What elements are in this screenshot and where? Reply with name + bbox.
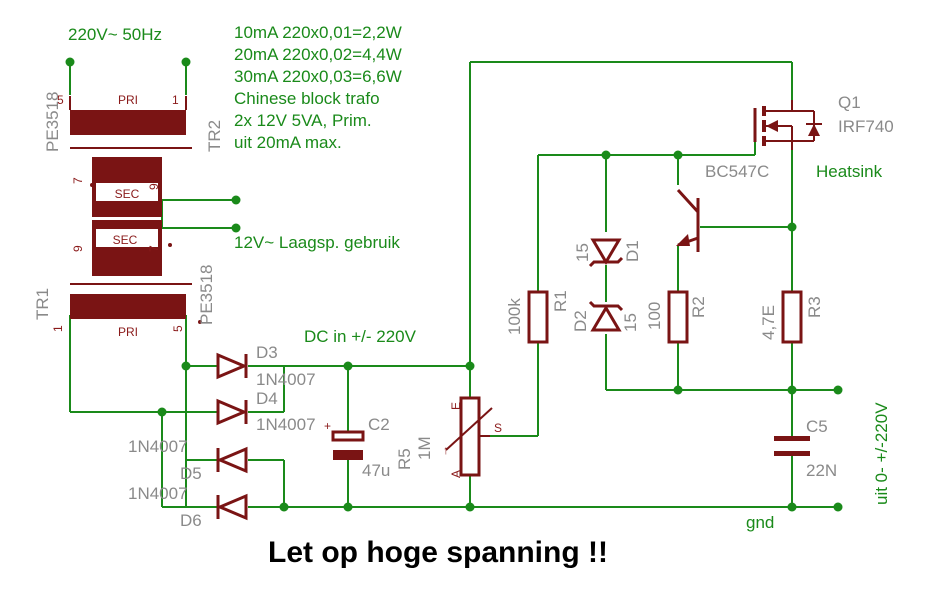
resistor-r2: 100 R2 xyxy=(645,290,708,344)
diode-d4: D4 1N4007 xyxy=(216,389,316,434)
tr1-label: TR1 xyxy=(33,288,52,320)
d6-label: D6 xyxy=(180,511,202,530)
d6-type: 1N4007 xyxy=(128,484,188,503)
dc-in-label: DC in +/- 220V xyxy=(304,327,417,346)
d4-label: D4 xyxy=(256,389,278,408)
tr2-label: TR2 xyxy=(205,120,224,152)
warning-title: Let op hoge spanning !! xyxy=(268,536,608,569)
note-line-6: uit 20mA max. xyxy=(234,133,342,152)
diode-d6: 1N4007 D6 xyxy=(128,484,248,530)
tr2-sec-pin9: 9 xyxy=(147,183,161,190)
q1-label: Q1 xyxy=(838,93,861,112)
r3-label: R3 xyxy=(805,296,824,318)
r2-label: R2 xyxy=(689,296,708,318)
tr1-pri-label: PRI xyxy=(118,325,138,339)
c2-value: 47u xyxy=(362,461,390,480)
wires xyxy=(69,61,838,508)
r1-value: 100k xyxy=(505,298,524,335)
tr2-pin5: 5 xyxy=(57,93,64,107)
r5-pin-e: E xyxy=(449,402,463,410)
d1-label: D1 xyxy=(623,240,642,262)
c2-plus: + xyxy=(324,419,331,433)
transistor-bc547: BC547C xyxy=(676,162,769,252)
diode-d3: D3 1N4007 xyxy=(216,343,316,389)
tr1-pin5: 5 xyxy=(171,325,185,332)
tr2-sec-label: SEC xyxy=(115,187,140,201)
resistor-r1: 100k R1 xyxy=(505,290,570,344)
r5-pin-s: S xyxy=(494,421,502,435)
resistor-r3: 4,7E R3 xyxy=(759,290,824,344)
tr2-pri-label: PRI xyxy=(118,93,138,107)
c5-value: 22N xyxy=(806,461,837,480)
d2-label: D2 xyxy=(571,310,590,332)
tr2-sec-pin7: 7 xyxy=(71,177,85,184)
note-line-5: 2x 12V 5VA, Prim. xyxy=(234,111,372,130)
mosfet-q1: Q1 IRF740 xyxy=(753,93,894,150)
d1-value: 15 xyxy=(573,243,592,262)
d2-value: 15 xyxy=(621,313,640,332)
c2-label: C2 xyxy=(368,415,390,434)
capacitor-c2: + C2 47u xyxy=(324,415,390,480)
r2-value: 100 xyxy=(645,302,664,330)
transformer-tr1: SEC 9 7 PRI 1 5 TR1 PE3518 xyxy=(33,220,216,339)
tr1-sec-pin9: 9 xyxy=(71,245,85,252)
tr1-pin1: 1 xyxy=(51,325,65,332)
d4-type: 1N4007 xyxy=(256,415,316,434)
mains-label: 220V~ 50Hz xyxy=(68,25,162,44)
gnd-label: gnd xyxy=(746,513,774,532)
bc547-label: BC547C xyxy=(705,162,769,181)
d5-label: D5 xyxy=(180,464,202,483)
q1-type: IRF740 xyxy=(838,117,894,136)
r5-value: 1M xyxy=(415,436,434,460)
diode-d5: 1N4007 D5 xyxy=(128,437,248,483)
r1-label: R1 xyxy=(551,290,570,312)
d5-type: 1N4007 xyxy=(128,437,188,456)
note-line-1: 10mA 220x0,01=2,2W xyxy=(234,23,402,42)
heatsink-label: Heatsink xyxy=(816,162,883,181)
potentiometer-r5: E S A R5 1M ↑ xyxy=(395,396,502,478)
r3-value: 4,7E xyxy=(759,305,778,340)
r5-pin-a: A xyxy=(449,470,463,478)
tr2-pe-label: PE3518 xyxy=(43,92,62,153)
output-label: uit 0- +/-220V xyxy=(872,402,891,505)
tr1-pe-label: PE3518 xyxy=(197,265,216,326)
annotations: 220V~ 50Hz 10mA 220x0,01=2,2W 20mA 220x0… xyxy=(68,23,891,532)
zener-d2: D2 15 xyxy=(571,300,640,332)
note-line-2: 20mA 220x0,02=4,4W xyxy=(234,45,402,64)
tr2-pin1: 1 xyxy=(172,93,179,107)
tr1-sec-label: SEC xyxy=(113,233,138,247)
d3-label: D3 xyxy=(256,343,278,362)
c5-label: C5 xyxy=(806,417,828,436)
tr1-sec-pin7: 7 xyxy=(147,245,161,252)
junctions xyxy=(65,57,843,512)
r5-arrow: ↑ xyxy=(443,443,449,457)
r5-label: R5 xyxy=(395,448,414,470)
note-line-3: 30mA 220x0,03=6,6W xyxy=(234,67,402,86)
transformer-tr2: PRI 5 1 TR2 PE3518 SEC 7 9 xyxy=(43,92,224,217)
d3-type: 1N4007 xyxy=(256,370,316,389)
low-voltage-label: 12V~ Laagsp. gebruik xyxy=(234,233,400,252)
capacitor-c5: C5 22N xyxy=(774,417,837,480)
note-line-4: Chinese block trafo xyxy=(234,89,380,108)
zener-d1: 15 D1 xyxy=(573,238,642,268)
